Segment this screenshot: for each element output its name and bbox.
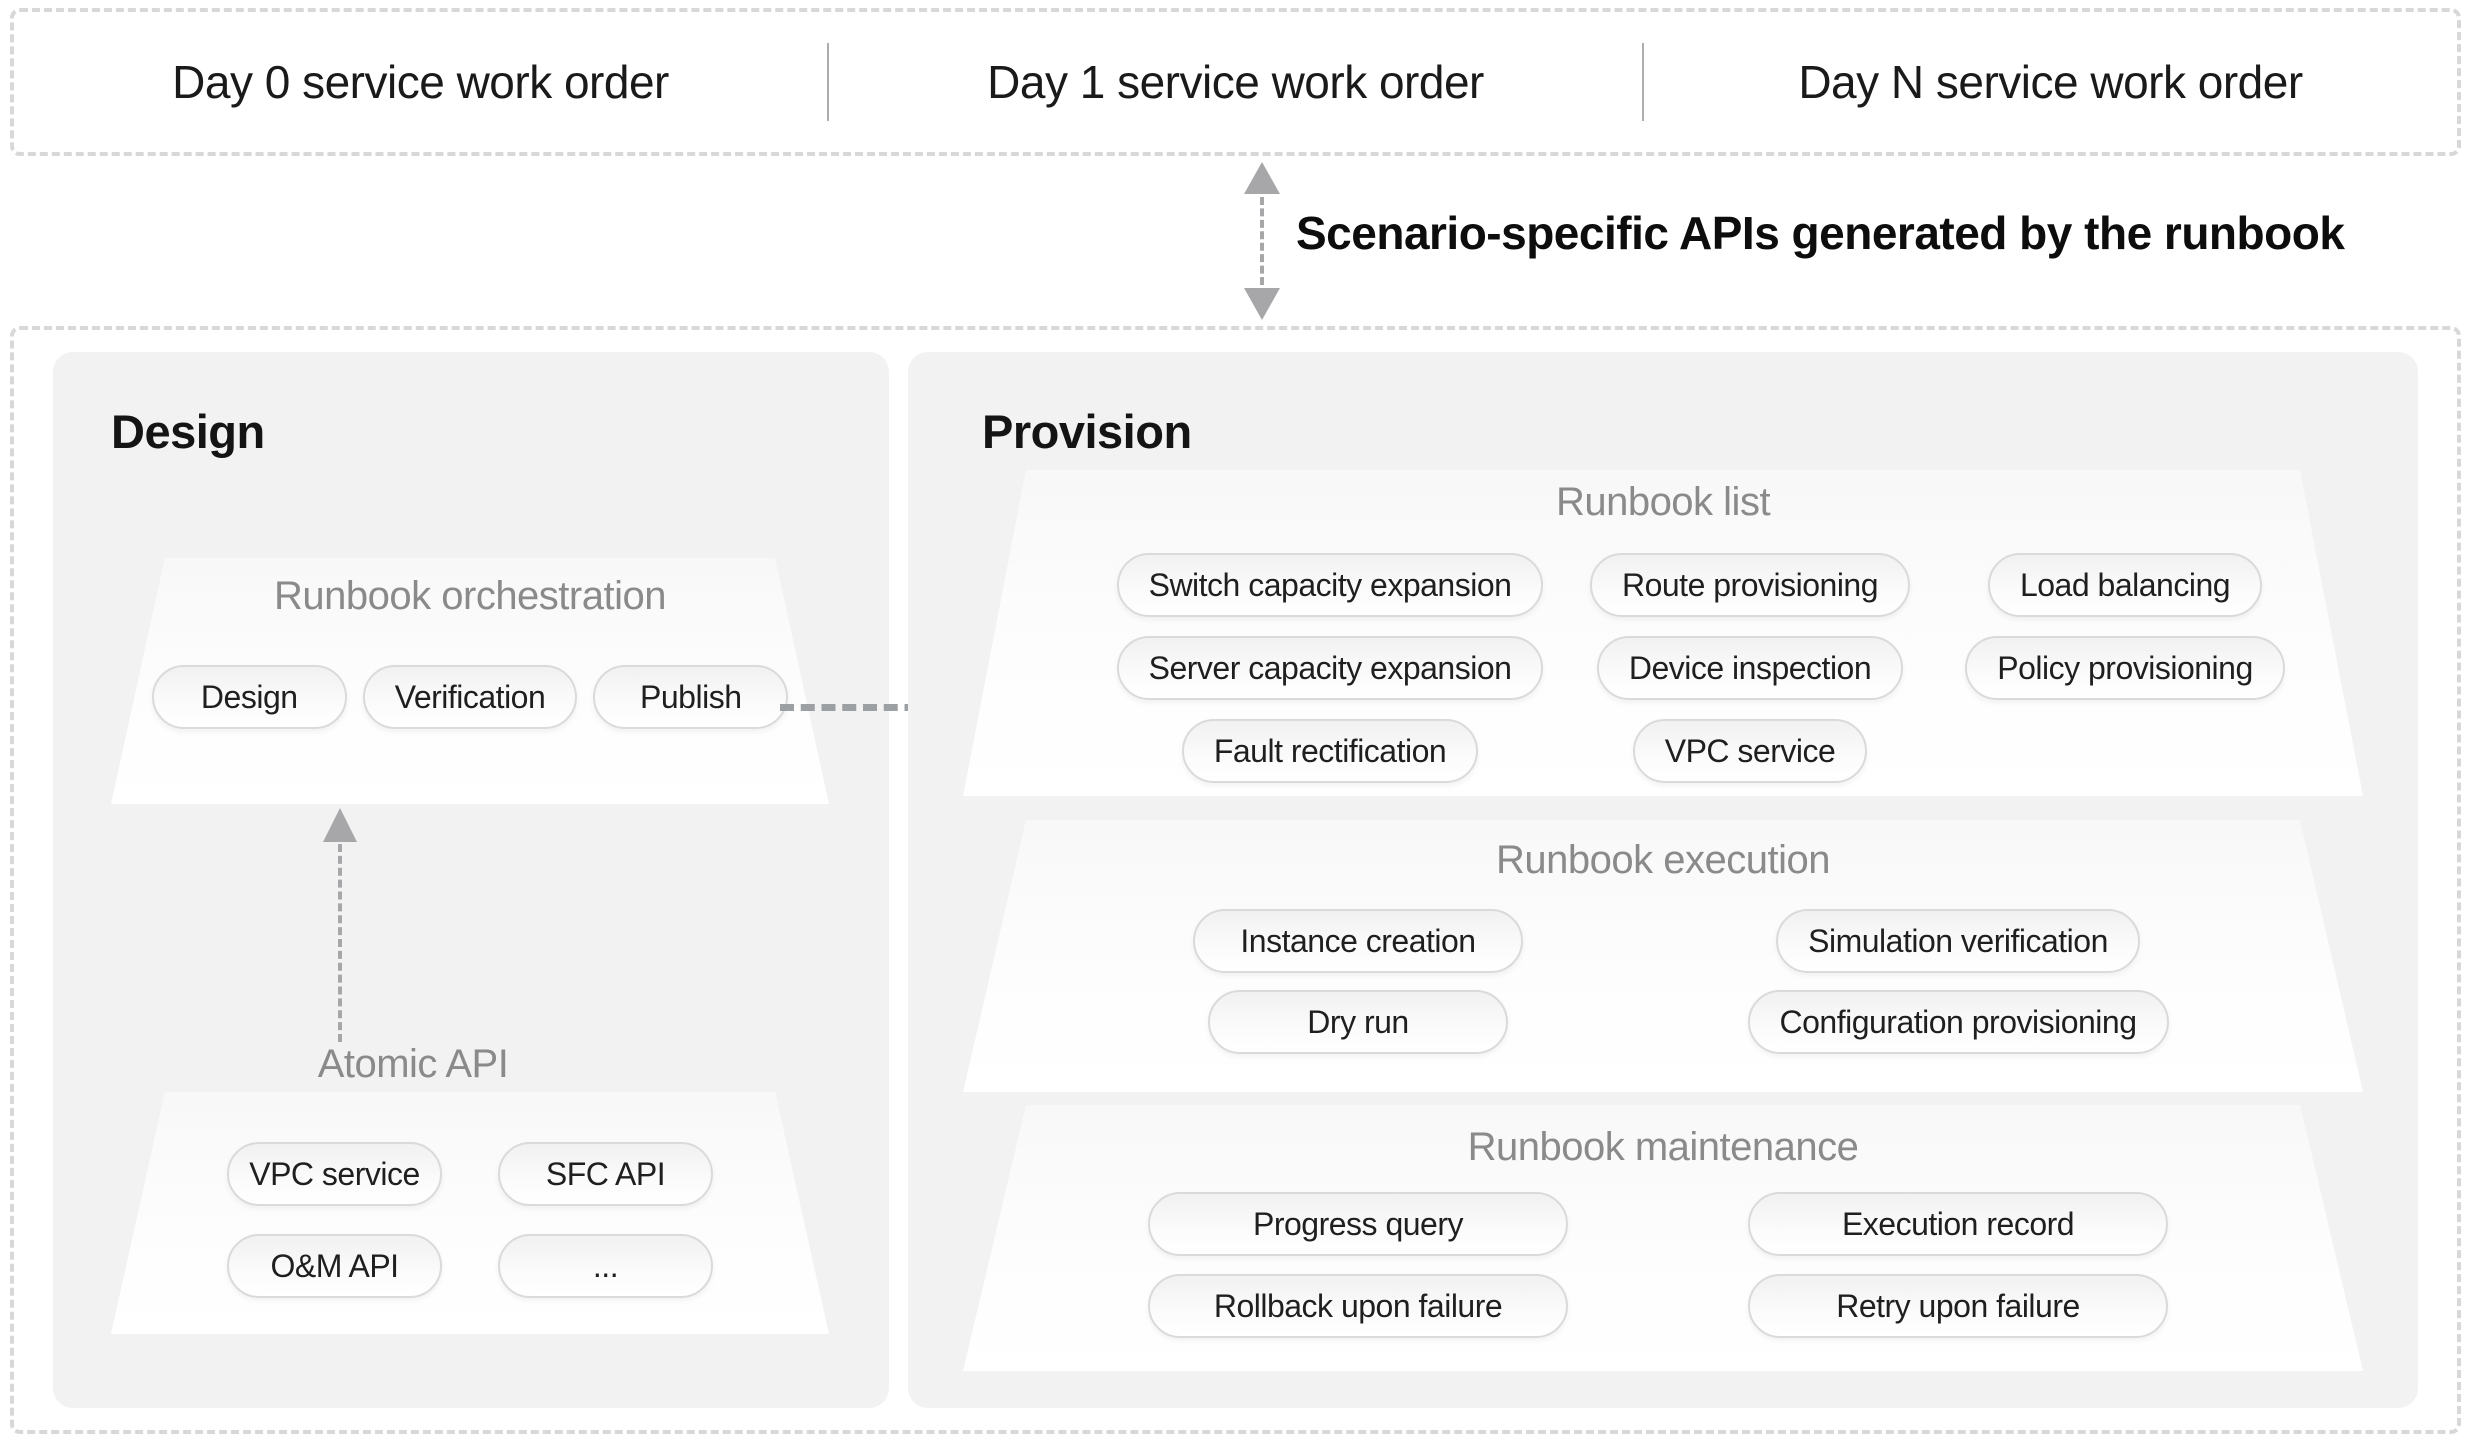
- runbook-list-platform: Runbook list Switch capacity expansion R…: [963, 470, 2363, 796]
- pill-rollback-upon-failure: Rollback upon failure: [1148, 1274, 1568, 1338]
- pill-sfc-api: SFC API: [498, 1142, 713, 1206]
- service-work-order-bar: Day 0 service work order Day 1 service w…: [10, 8, 2461, 156]
- provision-panel-title: Provision: [982, 405, 1192, 458]
- runbook-maintenance-pill-grid: Progress query Execution record Rollback…: [1058, 1192, 2258, 1338]
- pill-fault-rectification: Fault rectification: [1181, 719, 1479, 783]
- atomic-api-platform: VPC service SFC API O&M API ...: [111, 1092, 829, 1334]
- pill-server-capacity-expansion: Server capacity expansion: [1116, 636, 1544, 700]
- dayN-work-order-label: Day N service work order: [1798, 56, 2303, 108]
- runbook-maintenance-platform: Runbook maintenance Progress query Execu…: [963, 1105, 2363, 1371]
- runbook-execution-platform: Runbook execution Instance creation Simu…: [963, 820, 2363, 1092]
- divider: [827, 43, 829, 121]
- pill-simulation-verification: Simulation verification: [1776, 909, 2140, 973]
- arrow-up-head-icon: [323, 808, 357, 842]
- runbook-list-pill-grid: Switch capacity expansion Route provisio…: [1095, 553, 2315, 783]
- atomic-api-pill-grid: VPC service SFC API O&M API ...: [111, 1092, 829, 1298]
- arrow-up-head-icon: [1244, 162, 1280, 194]
- pill-policy-provisioning: Policy provisioning: [1965, 636, 2285, 700]
- atomic-api-title: Atomic API: [317, 1042, 509, 1086]
- runbook-list-title: Runbook list: [1555, 480, 1771, 524]
- pill-ellipsis: ...: [498, 1234, 713, 1298]
- pill-route-provisioning: Route provisioning: [1589, 553, 1911, 617]
- pill-vpc-service-runbook: VPC service: [1632, 719, 1868, 783]
- pill-vpc-service: VPC service: [227, 1142, 442, 1206]
- day1-work-order-label: Day 1 service work order: [987, 56, 1484, 108]
- orchestration-pill-row: Design Verification Publish: [111, 665, 829, 729]
- runbook-execution-pill-grid: Instance creation Simulation verificatio…: [1058, 909, 2258, 1054]
- pill-device-inspection: Device inspection: [1596, 636, 1904, 700]
- scenario-api-label: Scenario-specific APIs generated by the …: [1296, 207, 2345, 259]
- dashed-line: [780, 704, 960, 711]
- pill-progress-query: Progress query: [1148, 1192, 1568, 1256]
- pill-publish: Publish: [593, 665, 789, 729]
- pill-switch-capacity-expansion: Switch capacity expansion: [1116, 553, 1544, 617]
- divider: [1642, 43, 1644, 121]
- pill-design: Design: [151, 665, 347, 729]
- runbook-orchestration-title: Runbook orchestration: [274, 574, 666, 618]
- runbook-execution-title: Runbook execution: [1496, 838, 1830, 882]
- pill-instance-creation: Instance creation: [1193, 909, 1523, 973]
- pill-configuration-provisioning: Configuration provisioning: [1747, 990, 2169, 1054]
- pill-dry-run: Dry run: [1208, 990, 1508, 1054]
- pill-retry-upon-failure: Retry upon failure: [1748, 1274, 2168, 1338]
- pill-execution-record: Execution record: [1748, 1192, 2168, 1256]
- runbook-orchestration-platform: Runbook orchestration Design Verificatio…: [111, 558, 829, 804]
- dashed-line: [338, 844, 342, 1042]
- dashed-line: [1260, 197, 1264, 285]
- pill-verification: Verification: [362, 665, 578, 729]
- day0-work-order-label: Day 0 service work order: [172, 56, 669, 108]
- pill-load-balancing: Load balancing: [1987, 553, 2263, 617]
- provision-panel: Provision Runbook list Switch capacity e…: [908, 352, 2418, 1408]
- design-panel-title: Design: [111, 405, 265, 458]
- runbook-maintenance-title: Runbook maintenance: [1467, 1125, 1859, 1169]
- arrow-up-icon: [323, 808, 357, 1050]
- pill-om-api: O&M API: [227, 1234, 442, 1298]
- arrow-down-head-icon: [1244, 288, 1280, 320]
- double-arrow-vertical-icon: [1243, 162, 1281, 320]
- design-panel: Design Runbook orchestration Design Veri…: [53, 352, 889, 1408]
